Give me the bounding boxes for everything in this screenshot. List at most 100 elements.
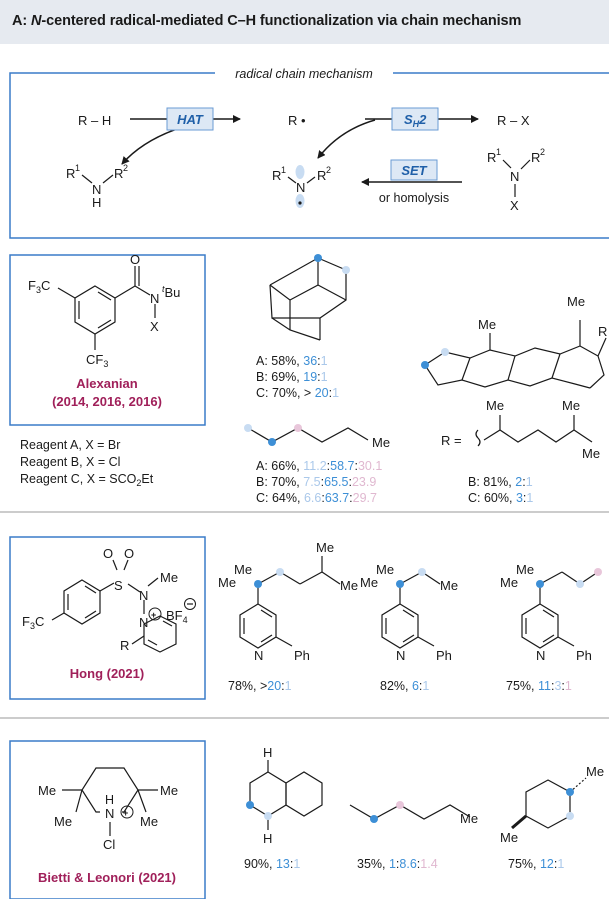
svg-text:Ph: Ph [294, 648, 310, 663]
svg-text:+: + [151, 610, 156, 620]
svg-text:Cl: Cl [103, 837, 115, 852]
sh2-label: SH2 [404, 112, 427, 129]
tbu-label: tBu [162, 284, 180, 300]
svg-text:R: R [487, 150, 496, 165]
svg-text:2: 2 [326, 165, 331, 175]
section-title: A: N-centered radical-mediated C–H funct… [12, 13, 522, 29]
section-header: A: N-centered radical-mediated C–H funct… [0, 0, 609, 44]
svg-text:Me: Me [516, 562, 534, 577]
alexanian-reagent-box [9, 254, 206, 426]
alexanian-years: (2014, 2016, 2016) [52, 394, 162, 409]
f3c-label: F3C [28, 278, 50, 295]
adamantane-tertiary-site [314, 254, 322, 262]
svg-text:H: H [92, 195, 101, 210]
svg-text:Me: Me [218, 575, 236, 590]
svg-text:1: 1 [496, 147, 501, 157]
svg-text:H: H [263, 745, 272, 760]
svg-text:Me: Me [567, 294, 585, 309]
carbonyl-o: O [130, 252, 140, 267]
mechanism-title: radical chain mechanism [235, 67, 373, 81]
reagent-a: Reagent A, X = Br [20, 438, 120, 452]
reagent-c: Reagent C, X = SCO2Et [20, 472, 154, 488]
homolysis-label: or homolysis [379, 191, 449, 205]
svg-text:R: R [598, 324, 607, 339]
svg-text:C: 70%, > 20:1: C: 70%, > 20:1 [256, 386, 339, 400]
steroid-results: B: 81%, 2:1 C: 60%, 3:1 [468, 475, 533, 505]
adamantane-structure [269, 257, 347, 341]
svg-text:N: N [92, 182, 101, 197]
svg-text:C: 60%, 3:1: C: 60%, 3:1 [468, 491, 533, 505]
svg-text:Me: Me [440, 578, 458, 593]
hong-reagent-structure [51, 559, 177, 653]
svg-text:R =: R = [441, 433, 462, 448]
reagent-list: Reagent A, X = Br Reagent B, X = Cl Reag… [20, 438, 154, 488]
svg-text:R: R [120, 638, 129, 653]
rx-label: R – X [497, 113, 530, 128]
adamantane-results: A: 58%, 36:1 B: 69%, 19:1 C: 70%, > 20:1 [256, 354, 339, 400]
steroid-site-light [441, 348, 449, 356]
hexane-2-result: 35%, 1:8.6:1.4 [357, 857, 438, 871]
svg-text:2: 2 [540, 147, 545, 157]
bietti-reagent-box [9, 740, 206, 899]
svg-text:N: N [510, 169, 519, 184]
svg-text:R: R [531, 150, 540, 165]
svg-text:N: N [105, 806, 114, 821]
svg-text:Me: Me [160, 570, 178, 585]
svg-text:Me: Me [376, 562, 394, 577]
svg-text:N: N [139, 588, 148, 603]
svg-text:+: + [123, 808, 128, 818]
svg-text:H: H [105, 793, 114, 807]
svg-text:R: R [272, 168, 281, 183]
alexanian-reagent-structure [57, 266, 156, 350]
dimethylcyclohexane-result: 75%, 12:1 [508, 857, 564, 871]
svg-text:A: 58%, 36:1: A: 58%, 36:1 [256, 354, 328, 368]
svg-text:R: R [114, 166, 123, 181]
hexane-structure: Me [244, 424, 390, 450]
hong-product-3: Me Me N Ph [500, 562, 602, 663]
rh-label: R – H [78, 113, 111, 128]
svg-text:H: H [263, 831, 272, 846]
svg-text:Me: Me [562, 398, 580, 413]
hong-product-3-result: 75%, 11:3:1 [506, 679, 572, 693]
set-label: SET [401, 163, 427, 178]
svg-text:B: 70%, 7.5:65.5:23.9: B: 70%, 7.5:65.5:23.9 [256, 475, 376, 489]
adamantane-secondary-site [342, 266, 350, 274]
svg-text:Me: Me [486, 398, 504, 413]
svg-text:C: 64%, 6.6:63.7:29.7: C: 64%, 6.6:63.7:29.7 [256, 491, 377, 505]
hong-reagent-box [9, 536, 206, 700]
svg-text:Me: Me [500, 575, 518, 590]
hong-author: Hong (2021) [70, 666, 144, 681]
svg-text:Me: Me [460, 811, 478, 826]
hong-product-1-result: 78%, >20:1 [228, 679, 292, 693]
steroid-side-chain: R = Me Me Me [441, 398, 600, 461]
svg-text:Me: Me [478, 317, 496, 332]
svg-text:N: N [296, 180, 305, 195]
mechanism-frame: radical chain mechanism [9, 67, 609, 239]
svg-text:Me: Me [38, 783, 56, 798]
svg-text:X: X [510, 198, 519, 213]
svg-text:Me: Me [234, 562, 252, 577]
svg-text:Me: Me [500, 830, 518, 845]
hong-product-1: Me Me Me Me N Ph [218, 540, 358, 663]
decalin-structure: H H [246, 745, 323, 846]
bietti-reagent-structure [62, 767, 158, 836]
hexane-structure-2: Me [349, 801, 478, 826]
svg-text:Me: Me [360, 575, 378, 590]
bf4-label: BF4 [166, 608, 188, 625]
svg-text:Me: Me [140, 814, 158, 829]
svg-text:A: 66%, 11.2:58.7:30.1: A: 66%, 11.2:58.7:30.1 [256, 459, 382, 473]
cf3-label: CF3 [86, 352, 108, 369]
hexane-results: A: 66%, 11.2:58.7:30.1 B: 70%, 7.5:65.5:… [256, 459, 382, 505]
svg-text:Ph: Ph [576, 648, 592, 663]
bietti-author: Bietti & Leonori (2021) [38, 870, 176, 885]
svg-text:Me: Me [340, 578, 358, 593]
svg-text:N: N [396, 648, 405, 663]
r-radical-label: R • [288, 113, 306, 128]
svg-text:Me: Me [160, 783, 178, 798]
f3c-label: F3C [22, 614, 44, 631]
svg-text:B: 69%, 19:1: B: 69%, 19:1 [256, 370, 328, 384]
svg-text:Me: Me [372, 435, 390, 450]
